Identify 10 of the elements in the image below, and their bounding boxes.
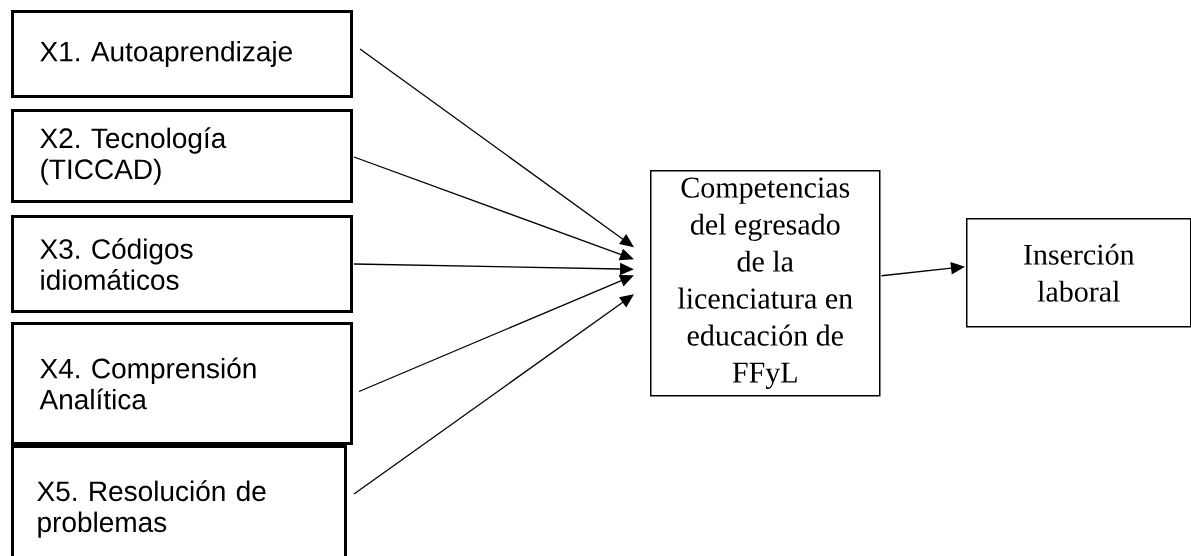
outcome-box: Inserción laboral: [966, 218, 1191, 328]
concept-box: Competencias del egresado de la licenciatura en educación de FFyL: [650, 170, 881, 397]
process-box: X3. Códigos idiomáticos: [11, 215, 353, 313]
process-box: X4. Comprensión Analítica: [11, 322, 353, 445]
process-box: X5. Resolución de problemas: [11, 445, 347, 556]
arrow: [353, 156, 634, 261]
process-box: X1. Autoaprendizaje: [11, 10, 353, 98]
arrow: [358, 275, 634, 393]
process-box: X2. Tecnología (TICCAD): [11, 109, 353, 203]
arrow: [353, 294, 634, 495]
